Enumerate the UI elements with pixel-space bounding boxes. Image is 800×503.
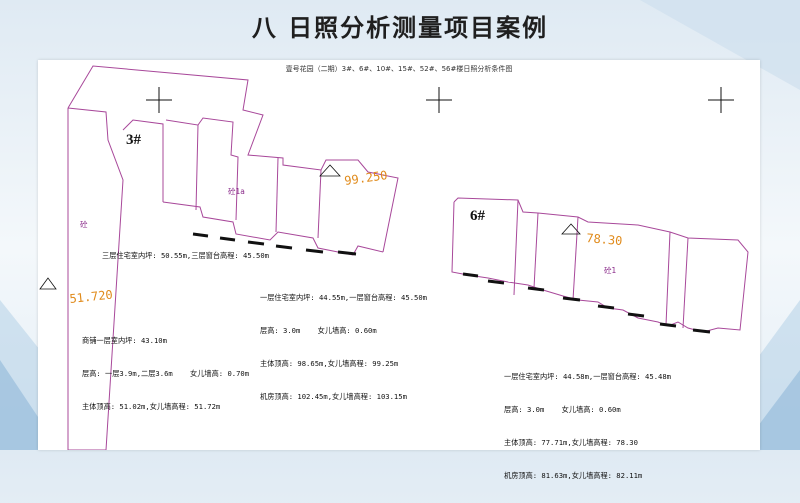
note-3-tower: 一层住宅室内坪: 44.55m,一层窗台高程: 45.50m 层高: 3.0m … — [260, 270, 427, 424]
site-plan: 99.250 78.30 51.720 3# 6# 砼1a 砼 砼1 — [39, 65, 749, 450]
note-line: 一层住宅室内坪: 44.58m,一层窗台高程: 45.48m — [504, 372, 672, 381]
note-line: 商铺一层室内坪: 43.10m — [82, 336, 167, 345]
building-3-side-label: 砼 — [80, 219, 88, 229]
note-line: 层高: 3.0m 女儿墙高: 0.60m — [504, 405, 621, 414]
note-line: 主体顶高: 77.71m,女儿墙高程: 78.30 — [504, 438, 638, 447]
building-6-zone-label: 砼1 — [604, 265, 616, 275]
elevation-triangles — [39, 164, 581, 290]
building-3-zone-label: 砼1a — [228, 186, 245, 196]
note-line: 一层住宅室内坪: 44.55m,一层窗台高程: 45.50m — [260, 293, 428, 302]
note-3-shop: 商铺一层室内坪: 43.10m 层高: 一层3.9m,二层3.6m 女儿墙高: … — [82, 313, 249, 434]
elevation-label-6: 78.30 — [586, 231, 623, 248]
crosshair-marks — [146, 87, 734, 113]
elevation-label-shop: 51.720 — [69, 288, 114, 306]
note-6: 一层住宅室内坪: 44.58m,一层窗台高程: 45.48m 层高: 3.0m … — [504, 349, 671, 503]
note-line: 层高: 3.0m 女儿墙高: 0.60m — [260, 326, 377, 335]
elevation-label-3: 99.250 — [343, 168, 388, 188]
note-line: 主体顶高: 98.65m,女儿墙高程: 99.25m — [260, 359, 399, 368]
note-line: 机房顶高: 102.45m,女儿墙高程: 103.15m — [260, 392, 407, 401]
diagram-panel: 99.250 78.30 51.720 3# 6# 砼1a 砼 砼1 壹号花园（… — [38, 60, 760, 480]
building-3-number: 3# — [126, 132, 142, 148]
building-6-number: 6# — [470, 208, 486, 224]
note-3-third-floor: 三层住宅室内坪: 50.55m,三层窗台高程: 45.50m — [102, 251, 270, 260]
diagram-title: 壹号花园（二期）3#、6#、10#、15#、52#、56#楼日照分析条件图 — [285, 65, 513, 73]
note-line: 层高: 一层3.9m,二层3.6m 女儿墙高: 0.70m — [82, 369, 250, 378]
slide-title: 八 日照分析测量项目案例 — [251, 14, 549, 42]
note-line: 主体顶高: 51.02m,女儿墙高程: 51.72m — [82, 402, 221, 411]
building-6-outline — [451, 197, 749, 333]
note-line: 机房顶高: 81.63m,女儿墙高程: 82.11m — [504, 471, 643, 480]
window-marks — [192, 232, 711, 334]
